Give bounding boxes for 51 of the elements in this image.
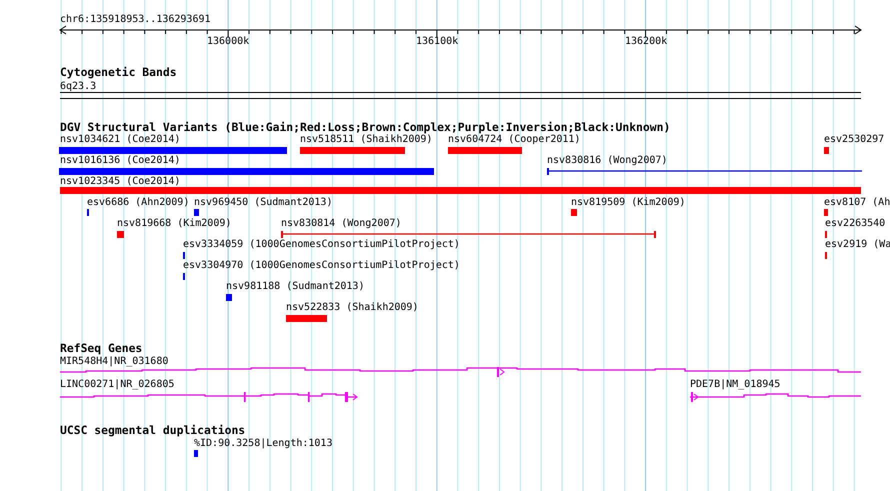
variant-label: esv2530297 — [824, 134, 884, 146]
locus-label: chr6:135918953..136293691 — [60, 14, 211, 26]
gene-model-drawing — [690, 392, 862, 402]
tick-label: 136200k — [625, 36, 668, 48]
duplication-label: %ID:90.3258|Length:1013 — [194, 438, 332, 450]
track-heading: Cytogenetic Bands — [60, 66, 177, 79]
variant-label: nsv819509 (Kim2009) — [571, 197, 686, 209]
variant-bar — [300, 147, 405, 154]
variant-bar — [286, 315, 327, 322]
gene-label: MIR548H4|NR_031680 — [60, 356, 168, 368]
cytoband-bar — [60, 92, 861, 99]
tick-label: 136000k — [207, 36, 250, 48]
variant-bar — [60, 187, 861, 194]
gene-label: PDE7B|NM_018945 — [690, 379, 780, 391]
variant-label: nsv819668 (Kim2009) — [117, 218, 232, 230]
variant-span-line — [547, 168, 862, 175]
duplication-bar — [194, 450, 198, 457]
variant-bar — [448, 147, 522, 154]
variant-label: nsv981188 (Sudmant2013) — [226, 281, 364, 293]
variant-label: esv2919 (Wa — [825, 239, 890, 251]
variant-label: nsv830816 (Wong2007) — [547, 155, 668, 167]
tick-label: 136100k — [416, 36, 458, 48]
variant-label: esv2263540 — [825, 218, 886, 230]
variant-label: esv3304970 (1000GenomesConsortiumPilotProject) — [183, 260, 460, 272]
gene-label: LINC00271|NR_026805 — [60, 379, 174, 391]
gene-model-drawing — [60, 367, 862, 377]
variant-label: nsv969450 (Sudmant2013) — [194, 197, 332, 209]
variant-bar — [59, 168, 434, 175]
variant-label: nsv518511 (Shaikh2009) — [300, 134, 432, 146]
variant-bar — [117, 231, 124, 238]
variant-label: nsv1016136 (Coe2014) — [60, 155, 180, 167]
variant-label: nsv830814 (Wong2007) — [281, 218, 402, 230]
variant-bar — [824, 209, 828, 216]
variant-label: nsv1023345 (Coe2014) — [60, 176, 180, 188]
track-heading: DGV Structural Variants (Blue:Gain;Red:Loss;Brown:Complex;Purple:Inversion;Black:Unknown) — [60, 121, 670, 134]
band-label: 6q23.3 — [60, 81, 96, 93]
variant-label: nsv522833 (Shaikh2009) — [286, 302, 418, 314]
variant-label: esv3334059 (1000GenomesConsortiumPilotProject) — [183, 239, 460, 251]
variant-bar — [571, 209, 577, 216]
variant-label: esv6686 (Ahn2009) — [87, 197, 190, 209]
variant-bar — [824, 147, 829, 154]
variant-label: nsv604724 (Cooper2011) — [448, 134, 580, 146]
gene-model-drawing — [60, 392, 358, 402]
track-heading: RefSeq Genes — [60, 342, 142, 355]
variant-bar — [194, 209, 199, 216]
track-heading: UCSC segmental duplications — [60, 424, 246, 437]
variant-label: esv8107 (Ah — [824, 197, 890, 209]
variant-bar — [226, 294, 232, 301]
variant-span-line — [281, 231, 656, 238]
variant-label: nsv1034621 (Coe2014) — [60, 134, 180, 146]
variant-bar — [59, 147, 287, 154]
